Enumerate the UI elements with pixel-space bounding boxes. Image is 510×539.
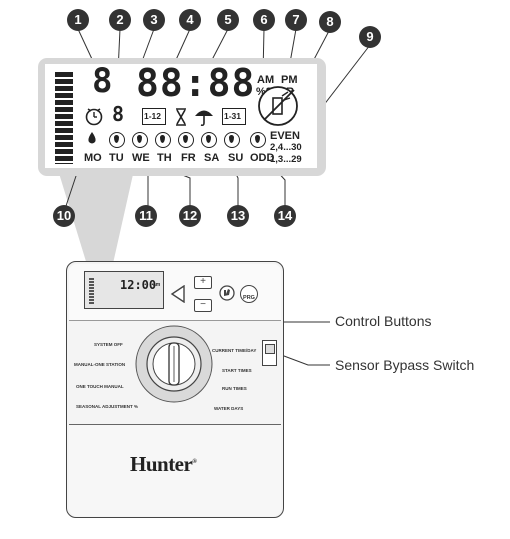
lcd-bar-graph (55, 72, 73, 164)
leader-sensor (275, 352, 330, 366)
sensor-bypass-switch[interactable] (262, 340, 277, 366)
callout-10: 10 (53, 205, 75, 227)
hand-button-icon[interactable] (218, 284, 236, 302)
callout-8: 8 (319, 11, 341, 33)
lcd-odd-days: 1,3...29 (270, 154, 302, 165)
device-display-suffix: am (153, 282, 161, 288)
device-display-time: 12:00 (120, 278, 157, 292)
lcd-small-digit: 8 (112, 102, 125, 126)
hunter-logo: Hunter® (130, 452, 197, 476)
prg-label: PRG (243, 295, 255, 301)
zoom-funnel (58, 170, 134, 268)
controller-lower-door (69, 424, 281, 516)
callout-9: 9 (359, 26, 381, 48)
day-sa: SA (204, 152, 220, 164)
minus-button[interactable]: − (194, 299, 212, 312)
clock-icon (85, 108, 103, 126)
callout-2: 2 (109, 9, 131, 31)
drop-th-icon (155, 132, 171, 148)
umbrella-icon (195, 110, 213, 127)
drop-tu-icon (109, 132, 125, 148)
day-tu: TU (109, 152, 124, 164)
dial-label-seasonal-adjust: SEASONAL ADJUSTMENT % (76, 404, 139, 409)
day-th: TH (157, 152, 172, 164)
day-mo: MO (84, 152, 102, 164)
label-control-buttons: Control Buttons (335, 313, 432, 329)
day-we: WE (132, 152, 150, 164)
lcd-station-digit: 8 (92, 61, 113, 101)
dial-label-run-times: RUN TIMES (222, 386, 247, 391)
device-display (84, 271, 164, 309)
day-su: SU (228, 152, 244, 164)
drop-su-icon (224, 132, 240, 148)
day-odd: ODD (250, 152, 275, 164)
drop-odd-icon (250, 132, 266, 148)
drop-we-icon (132, 132, 148, 148)
drop-sa-icon (201, 132, 217, 148)
calendar-1-12-label: 1-12 (144, 111, 162, 121)
callout-7: 7 (285, 9, 307, 31)
drop-fr-icon (178, 132, 194, 148)
dial-label-one-touch: ONE TOUCH MANUAL (76, 384, 124, 389)
lcd-even-days: 2,4...30 (270, 142, 302, 153)
callout-6: 6 (253, 9, 275, 31)
callout-5: 5 (217, 9, 239, 31)
calendar-1-31-icon: 1-31 (222, 108, 246, 125)
lcd-am: AM (257, 74, 275, 86)
calendar-1-31-label: 1-31 (224, 111, 242, 121)
switch-toggle (265, 344, 275, 354)
dial-label-current-time: CURRENT TIME/DAY (212, 348, 257, 353)
program-dial[interactable] (148, 338, 200, 390)
dial-label-start-times: START TIMES (222, 368, 252, 373)
dial-label-water-days: WATER DAYS (214, 406, 244, 411)
callout-3: 3 (143, 9, 165, 31)
lcd-even: EVEN (270, 130, 300, 142)
callout-4: 4 (179, 9, 201, 31)
dial-label-manual-one-station: MANUAL-ONE STATION (74, 362, 126, 367)
water-drop-icon (88, 132, 96, 144)
plus-button[interactable]: + (194, 276, 212, 289)
label-sensor-bypass-switch: Sensor Bypass Switch (335, 357, 475, 373)
prg-button[interactable]: PRG (240, 285, 258, 303)
day-fr: FR (181, 152, 196, 164)
lcd-pm: PM (281, 74, 298, 86)
dial-label-system-off: SYSTEM OFF (94, 342, 123, 347)
callout-12: 12 (179, 205, 201, 227)
left-arrow-button[interactable] (170, 285, 186, 303)
calendar-1-12-icon: 1-12 (142, 108, 166, 125)
callout-11: 11 (135, 205, 157, 227)
callout-13: 13 (227, 205, 249, 227)
callout-14: 14 (274, 205, 296, 227)
callout-1: 1 (67, 9, 89, 31)
hourglass-icon (176, 108, 186, 126)
lcd-time-digits: 88:88 (136, 61, 256, 105)
sprinkler-off-icon (258, 86, 298, 126)
device-display-bars (89, 278, 94, 304)
